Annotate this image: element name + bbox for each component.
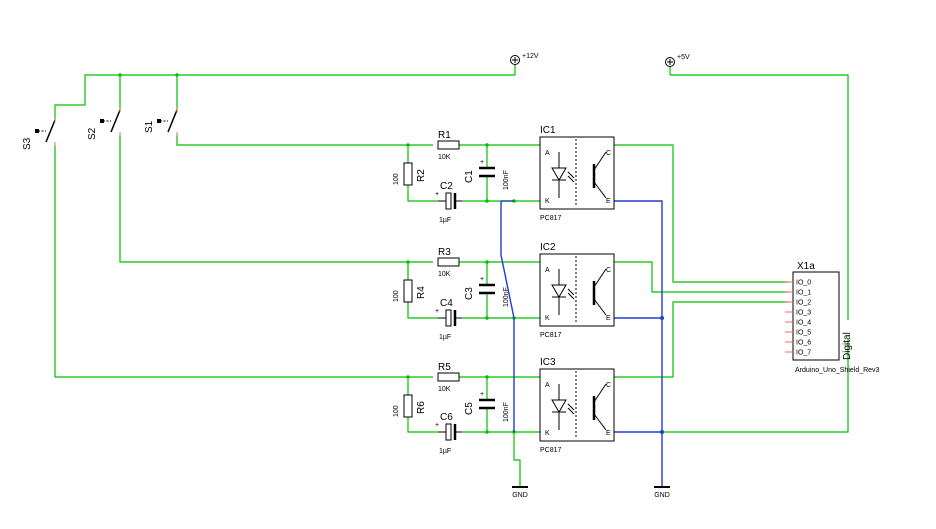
resistor-r1[interactable]: R1 10K [437, 130, 460, 161]
switch-s1-label: S1 [144, 120, 155, 133]
optocoupler-ic3[interactable]: IC3 PC817 A K C E [539, 357, 615, 454]
switch-s1[interactable]: S1 [144, 108, 178, 136]
svg-text:K: K [545, 198, 550, 205]
r4-value: 100 [393, 290, 400, 302]
svg-text:C: C [606, 382, 611, 389]
ic3-type: PC817 [540, 447, 562, 454]
c4-value: 1µF [439, 334, 451, 341]
arduino-name: Arduino_Uno_Shield_Rev3 [795, 367, 880, 374]
svg-text:E: E [606, 198, 611, 205]
power-5v: +5V [665, 54, 690, 75]
channel-3: R5 10K 100 R6 + C6 1µF + C5 100nF [393, 357, 615, 455]
optocoupler-ic1[interactable]: IC1 PC817 A K C E [539, 125, 615, 222]
wires-blue [500, 200, 664, 487]
gnd-left-label: GND [512, 492, 528, 499]
gnd-right-label: GND [654, 492, 670, 499]
svg-text:+: + [480, 276, 484, 283]
svg-text:+: + [435, 308, 439, 315]
resistor-r6[interactable]: 100 R6 [393, 394, 427, 418]
svg-text:+: + [480, 391, 484, 398]
arduino-group: Digital [842, 332, 853, 360]
switch-s2-label: S2 [87, 127, 98, 140]
c2-ref: C2 [440, 181, 453, 192]
r5-value: 10K [438, 386, 451, 393]
r1-ref: R1 [438, 130, 451, 141]
svg-text:E: E [606, 315, 611, 322]
switch-s3-label: S3 [22, 137, 33, 150]
c3-value: 100nF [503, 287, 510, 307]
r2-ref: R2 [416, 169, 427, 182]
cap-c6[interactable]: + C6 1µF [435, 412, 462, 455]
c5-value: 100nF [503, 402, 510, 422]
r3-value: 10K [438, 271, 451, 278]
resistor-r3[interactable]: R3 10K [437, 247, 460, 278]
arduino-shield-x1a[interactable]: X1a Arduino_Uno_Shield_Rev3 Digital IO_0… [785, 261, 880, 374]
wires-green [54, 73, 849, 487]
c2-value: 1µF [439, 217, 451, 224]
svg-text:C: C [606, 150, 611, 157]
svg-text:+: + [435, 191, 439, 198]
svg-text:C: C [606, 267, 611, 274]
cap-c2[interactable]: + C2 1µF [435, 181, 462, 224]
c4-ref: C4 [440, 298, 453, 309]
r6-value: 100 [393, 405, 400, 417]
c1-value: 100nF [503, 170, 510, 190]
cap-c5[interactable]: + C5 100nF [464, 391, 510, 422]
power-12v-label: +12V [522, 53, 539, 60]
cap-c3[interactable]: + C3 100nF [464, 276, 510, 307]
ic1-ref: IC1 [540, 125, 556, 136]
switch-s2[interactable]: S2 [87, 108, 121, 140]
arduino-pin-label: IO_5 [796, 330, 811, 337]
c5-ref: C5 [464, 402, 475, 415]
svg-text:E: E [606, 430, 611, 437]
resistor-r4[interactable]: 100 R4 [393, 279, 427, 303]
c3-ref: C3 [464, 287, 475, 300]
cap-c4[interactable]: + C4 1µF [435, 298, 462, 341]
power-12v: +12V [510, 53, 539, 75]
power-5v-label: +5V [677, 54, 690, 61]
c6-ref: C6 [440, 412, 453, 423]
arduino-pin-label: IO_4 [796, 320, 811, 327]
arduino-ref: X1a [797, 261, 815, 272]
svg-text:A: A [545, 382, 550, 389]
svg-text:A: A [545, 150, 550, 157]
ic2-type: PC817 [540, 332, 562, 339]
arduino-pin-list: IO_0IO_1IO_2IO_3IO_4IO_5IO_6IO_7 [785, 280, 811, 357]
r4-ref: R4 [416, 286, 427, 299]
svg-text:+: + [435, 422, 439, 429]
svg-text:A: A [545, 267, 550, 274]
ic3-ref: IC3 [540, 357, 556, 368]
r5-ref: R5 [438, 362, 451, 373]
svg-text:K: K [545, 430, 550, 437]
arduino-pin-label: IO_2 [796, 300, 811, 307]
ic1-type: PC817 [540, 215, 562, 222]
c6-value: 1µF [439, 448, 451, 455]
arduino-pin-label: IO_3 [796, 310, 811, 317]
svg-text:+: + [480, 159, 484, 166]
r1-value: 10K [438, 154, 451, 161]
arduino-pin-label: IO_6 [796, 340, 811, 347]
channel-2: R3 10K 100 R4 + C4 1µF + C3 100nF [393, 242, 615, 341]
channel-1: R1 10K 100 R2 + C2 1µF + C1 100nF [393, 125, 615, 224]
gnd-right: GND [654, 486, 670, 499]
c1-ref: C1 [464, 170, 475, 183]
r6-ref: R6 [416, 401, 427, 414]
r2-value: 100 [393, 173, 400, 185]
optocoupler-ic2[interactable]: IC2 PC817 A K C E [539, 242, 615, 339]
gnd-left: GND [512, 486, 528, 499]
ic2-ref: IC2 [540, 242, 556, 253]
cap-c1[interactable]: + C1 100nF [464, 159, 510, 190]
resistor-r2[interactable]: 100 R2 [393, 162, 427, 186]
r3-ref: R3 [438, 247, 451, 258]
resistor-r5[interactable]: R5 10K [437, 362, 460, 393]
switch-s3[interactable]: S3 [22, 118, 56, 150]
arduino-pin-label: IO_7 [796, 350, 811, 357]
arduino-pin-label: IO_0 [796, 280, 811, 287]
svg-text:K: K [545, 315, 550, 322]
arduino-pin-label: IO_1 [796, 290, 811, 297]
